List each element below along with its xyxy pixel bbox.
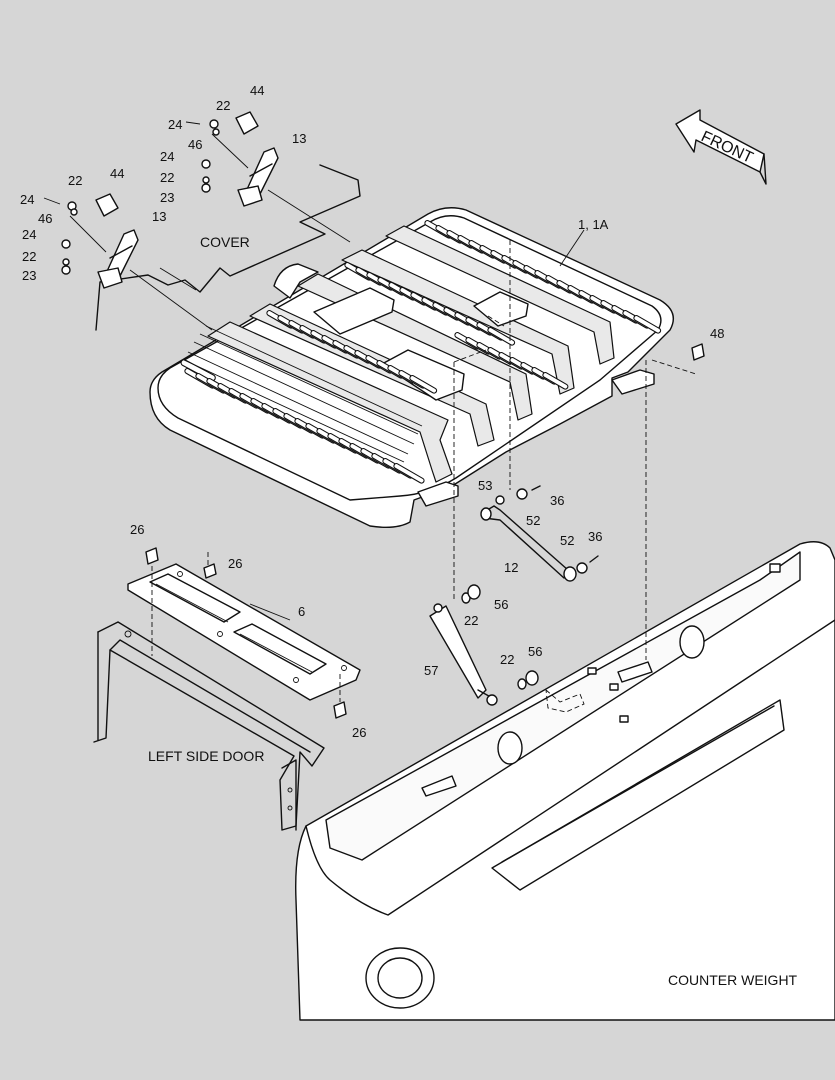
callout-12: 12	[504, 560, 518, 575]
callout-44: 44	[250, 83, 264, 98]
vent-slot	[393, 463, 425, 484]
callout-22: 22	[216, 98, 230, 113]
callout-23: 23	[160, 190, 174, 205]
callout-24: 24	[20, 192, 34, 207]
callout-52: 52	[526, 513, 540, 528]
vent-slots-left	[180, 325, 423, 463]
callout-1-1a: 1, 1A	[578, 217, 609, 232]
counter-weight-label: COUNTER WEIGHT	[668, 972, 798, 988]
callout-6: 6	[298, 604, 305, 619]
counter-weight	[295, 541, 835, 1021]
vent-slots	[184, 220, 662, 484]
hinge-lower	[61, 193, 139, 289]
left-side-door-label: LEFT SIDE DOOR	[148, 748, 264, 764]
callout-46: 46	[188, 137, 202, 152]
cover-label: COVER	[200, 234, 250, 250]
left-side-door	[93, 621, 325, 831]
callout-22: 22	[22, 249, 36, 264]
callout-36: 36	[550, 493, 564, 508]
callout-22: 22	[160, 170, 174, 185]
callout-52: 52	[560, 533, 574, 548]
callout-23: 23	[22, 268, 36, 283]
callout-22: 22	[464, 613, 478, 628]
callout-26: 26	[352, 725, 366, 740]
hinge-upper	[201, 111, 279, 207]
cover-panel	[95, 164, 361, 331]
callout-46: 46	[38, 211, 52, 226]
callout-53: 53	[478, 478, 492, 493]
front-arrow-icon: FRONT	[675, 109, 767, 185]
plate-6	[127, 563, 361, 701]
vent-slot	[487, 327, 516, 346]
bolt-26-set	[145, 343, 705, 719]
callout-13: 13	[292, 131, 306, 146]
main-cover	[149, 207, 674, 529]
callout-26: 26	[228, 556, 242, 571]
callout-56: 56	[494, 597, 508, 612]
callout-57: 57	[424, 663, 438, 678]
gas-spring-57	[429, 584, 539, 706]
vent-slot	[542, 372, 569, 390]
rod-12	[480, 485, 599, 582]
callout-22: 22	[500, 652, 514, 667]
callout-48: 48	[710, 326, 724, 341]
callout-13: 13	[152, 209, 166, 224]
callout-56: 56	[528, 644, 542, 659]
callout-44: 44	[110, 166, 124, 181]
callout-24: 24	[22, 227, 36, 242]
vent-slot	[409, 375, 438, 394]
vent-slot	[633, 315, 662, 334]
callout-22: 22	[68, 173, 82, 188]
leader-lines	[43, 121, 697, 713]
callout-36: 36	[588, 529, 602, 544]
callout-26: 26	[130, 522, 144, 537]
callout-numbers: 44 22 24 46 13 24 22 23 24 22 44 46 13 2…	[20, 83, 724, 740]
callout-24: 24	[160, 149, 174, 164]
callout-24: 24	[168, 117, 182, 132]
